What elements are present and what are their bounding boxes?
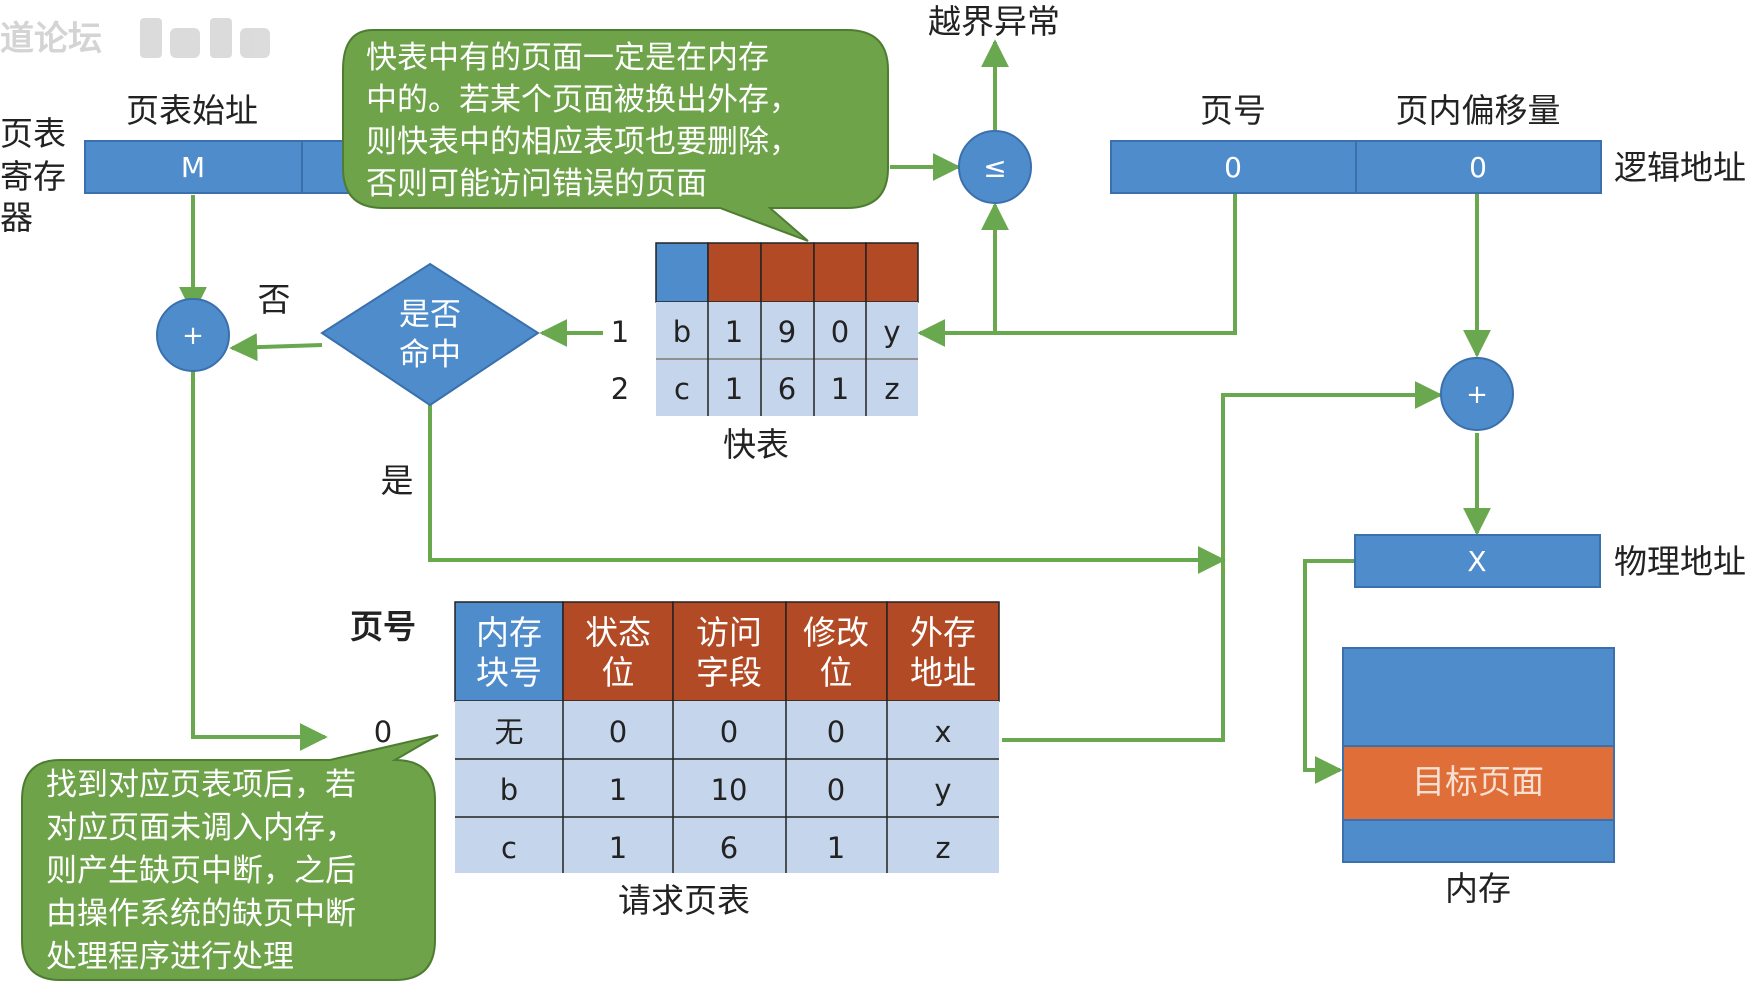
svg-text:+: + [182,321,204,351]
svg-text:命中: 命中 [399,337,461,373]
svg-text:对应页面未调入内存，: 对应页面未调入内存， [46,810,356,846]
tlb-cell: c [674,372,690,406]
svg-text:否则可能访问错误的页面: 否则可能访问错误的页面 [366,166,707,202]
page-table-page-num-value: 0 [374,715,392,749]
compare-node: ≤ [958,130,1032,204]
page-offset-label: 页内偏移量 [1396,91,1561,130]
page-table-header: 位 [602,653,635,692]
tlb-cell: 1 [725,372,743,406]
logical-page-value: 0 [1224,151,1242,184]
logical-address-box: 0 0 [1110,140,1602,194]
tlb-cell: y [883,315,900,349]
physical-address-value: X [1467,545,1486,578]
page-number-label: 页号 [1200,91,1266,130]
tlb-cell: 9 [778,315,796,349]
page-table-header: 内存 [476,613,542,652]
tlb-note-bubble: 快表中有的页面一定是在内存 中的。若某个页面被换出外存， 则快表中的相应表项也要… [342,29,889,242]
watermark: 道论坛 [0,19,102,59]
physical-address-label: 物理地址 [1614,542,1746,581]
tlb-cell: z [884,372,899,406]
page-table-header: 外存 [910,613,976,652]
hit-decision: 是否 命中 [320,262,540,407]
page-table-cell: 0 [827,773,845,807]
physical-address-adder: + [1440,357,1514,431]
arrow-pagetable-to-adder [1002,381,1443,742]
tlb-table: b 1 9 0 y c 1 6 1 z [655,242,919,416]
svg-text:则快表中的相应表项也要删除，: 则快表中的相应表项也要删除， [366,124,800,160]
page-table-cell: 0 [827,715,845,749]
overflow-exception-label: 越界异常 [928,2,1060,41]
tlb-title: 快表 [723,425,789,464]
physical-address-box: X [1354,534,1601,588]
page-table-cell: x [934,715,951,749]
page-table-cell: b [500,773,518,807]
page-table-cell: z [935,831,950,865]
watermark-logo [140,18,270,58]
page-table-cell: 1 [609,773,627,807]
svg-text:处理程序进行处理: 处理程序进行处理 [46,939,294,975]
arrow-decision-no [229,333,323,362]
page-table-cell: 0 [609,715,627,749]
page-table-cell: 0 [720,715,738,749]
tlb-cell: 1 [725,315,743,349]
svg-text:由操作系统的缺页中断: 由操作系统的缺页中断 [46,896,356,932]
svg-text:是否: 是否 [399,297,461,333]
target-page-label: 目标页面 [1412,762,1544,801]
request-page-table: 内存 块号 状态 位 访问 字段 修改 位 外存 地址 无 0 0 0 x b … [454,601,1000,873]
page-table-cell: y [934,773,951,807]
page-table-cell: 1 [827,831,845,865]
arrow-decision-yes [428,405,1226,574]
page-table-cell: c [501,831,517,865]
page-table-register-label: 页表 寄存 器 [0,114,66,237]
memory-title: 内存 [1445,869,1511,908]
tlb-cell: 0 [831,315,849,349]
arrow-adder-to-pagetable [191,370,328,751]
svg-text:≤: ≤ [983,151,1006,184]
page-table-header: 块号 [476,653,542,692]
svg-text:快表中有的页面一定是在内存: 快表中有的页面一定是在内存 [366,40,769,76]
svg-text:找到对应页表项后，若: 找到对应页表项后，若 [46,767,356,803]
page-table-header: 字段 [696,653,762,692]
page-fault-note-bubble: 找到对应页表项后，若 对应页面未调入内存， 则产生缺页中断，之后 由操作系统的缺… [21,734,439,981]
decision-yes-label: 是 [381,461,414,500]
page-table-cell: 6 [720,831,738,865]
page-table-start-label: 页表始址 [126,91,258,130]
tlb-row-number: 2 [611,372,629,406]
page-table-cell: 无 [494,715,523,749]
page-table-start-value: M [181,151,205,184]
page-table-header: 访问 [696,613,762,652]
page-table-title: 请求页表 [618,881,750,920]
logical-address-label: 逻辑地址 [1614,148,1746,187]
page-table-header: 地址 [910,653,976,692]
logical-offset-value: 0 [1469,151,1487,184]
memory-block: 目标页面 [1342,647,1615,863]
tlb-cell: 1 [831,372,849,406]
page-table-register: M [84,140,363,194]
page-table-adder: + [156,298,230,372]
page-table-cell: 10 [711,773,748,807]
arrow-page-to-tlb [917,194,1237,347]
svg-text:中的。若某个页面被换出外存，: 中的。若某个页面被换出外存， [366,82,800,118]
svg-text:+: + [1466,380,1488,410]
svg-text:器: 器 [0,198,33,237]
tlb-cell: 6 [778,372,796,406]
connectors [179,39,1491,784]
page-table-page-num-label: 页号 [350,607,416,646]
page-table-header: 修改 [803,613,869,652]
tlb-row-number: 1 [611,315,629,349]
svg-text:寄存: 寄存 [0,157,66,196]
page-table-header: 状态 [585,613,651,652]
decision-no-label: 否 [258,280,291,319]
page-table-header: 位 [820,653,853,692]
page-table-cell: 1 [609,831,627,865]
svg-text:页表: 页表 [0,114,66,153]
arrow-physical-to-memory [1303,559,1355,784]
svg-text:则产生缺页中断，之后: 则产生缺页中断，之后 [46,853,356,889]
tlb-cell: b [673,315,691,349]
